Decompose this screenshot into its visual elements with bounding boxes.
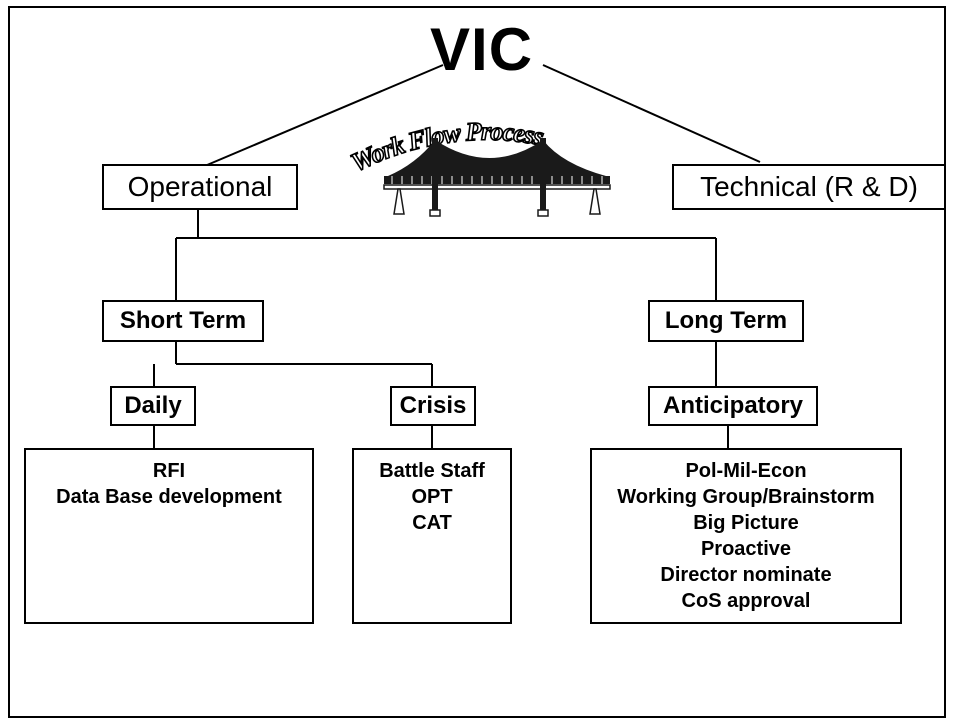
- technical-box: Technical (R & D): [672, 164, 946, 210]
- detail-item: RFI: [152, 460, 186, 482]
- long-term-box: Long Term: [648, 300, 804, 342]
- crisis-detail-box: Battle Staff OPT CAT: [352, 448, 512, 624]
- detail-item: Director nominate: [660, 564, 832, 586]
- daily-detail-box: RFI Data Base development: [24, 448, 314, 624]
- crisis-box: Crisis: [390, 386, 476, 426]
- detail-item: CAT: [412, 512, 452, 534]
- detail-item: Pol-Mil-Econ: [685, 460, 807, 482]
- slide-frame: [8, 6, 946, 718]
- daily-box: Daily: [110, 386, 196, 426]
- detail-item: Working Group/Brainstorm: [617, 486, 875, 508]
- anticipatory-detail-box: Pol-Mil-Econ Working Group/Brainstorm Bi…: [590, 448, 902, 624]
- bridge-icon: [383, 138, 611, 217]
- diagram-title: VIC: [430, 16, 534, 83]
- connector-vic-technical: [542, 64, 761, 163]
- operational-box: Operational: [102, 164, 298, 210]
- detail-item: OPT: [411, 486, 453, 508]
- detail-item: Big Picture: [693, 512, 799, 534]
- detail-item: Proactive: [700, 538, 792, 560]
- anticipatory-box: Anticipatory: [648, 386, 818, 426]
- bridge-illustration: Work Flow Process: [348, 116, 611, 217]
- short-term-box: Short Term: [102, 300, 264, 342]
- detail-item: CoS approval: [681, 590, 811, 612]
- detail-item: Battle Staff: [379, 460, 485, 482]
- detail-item: Data Base development: [56, 486, 282, 508]
- connector-vic-operational: [199, 64, 444, 169]
